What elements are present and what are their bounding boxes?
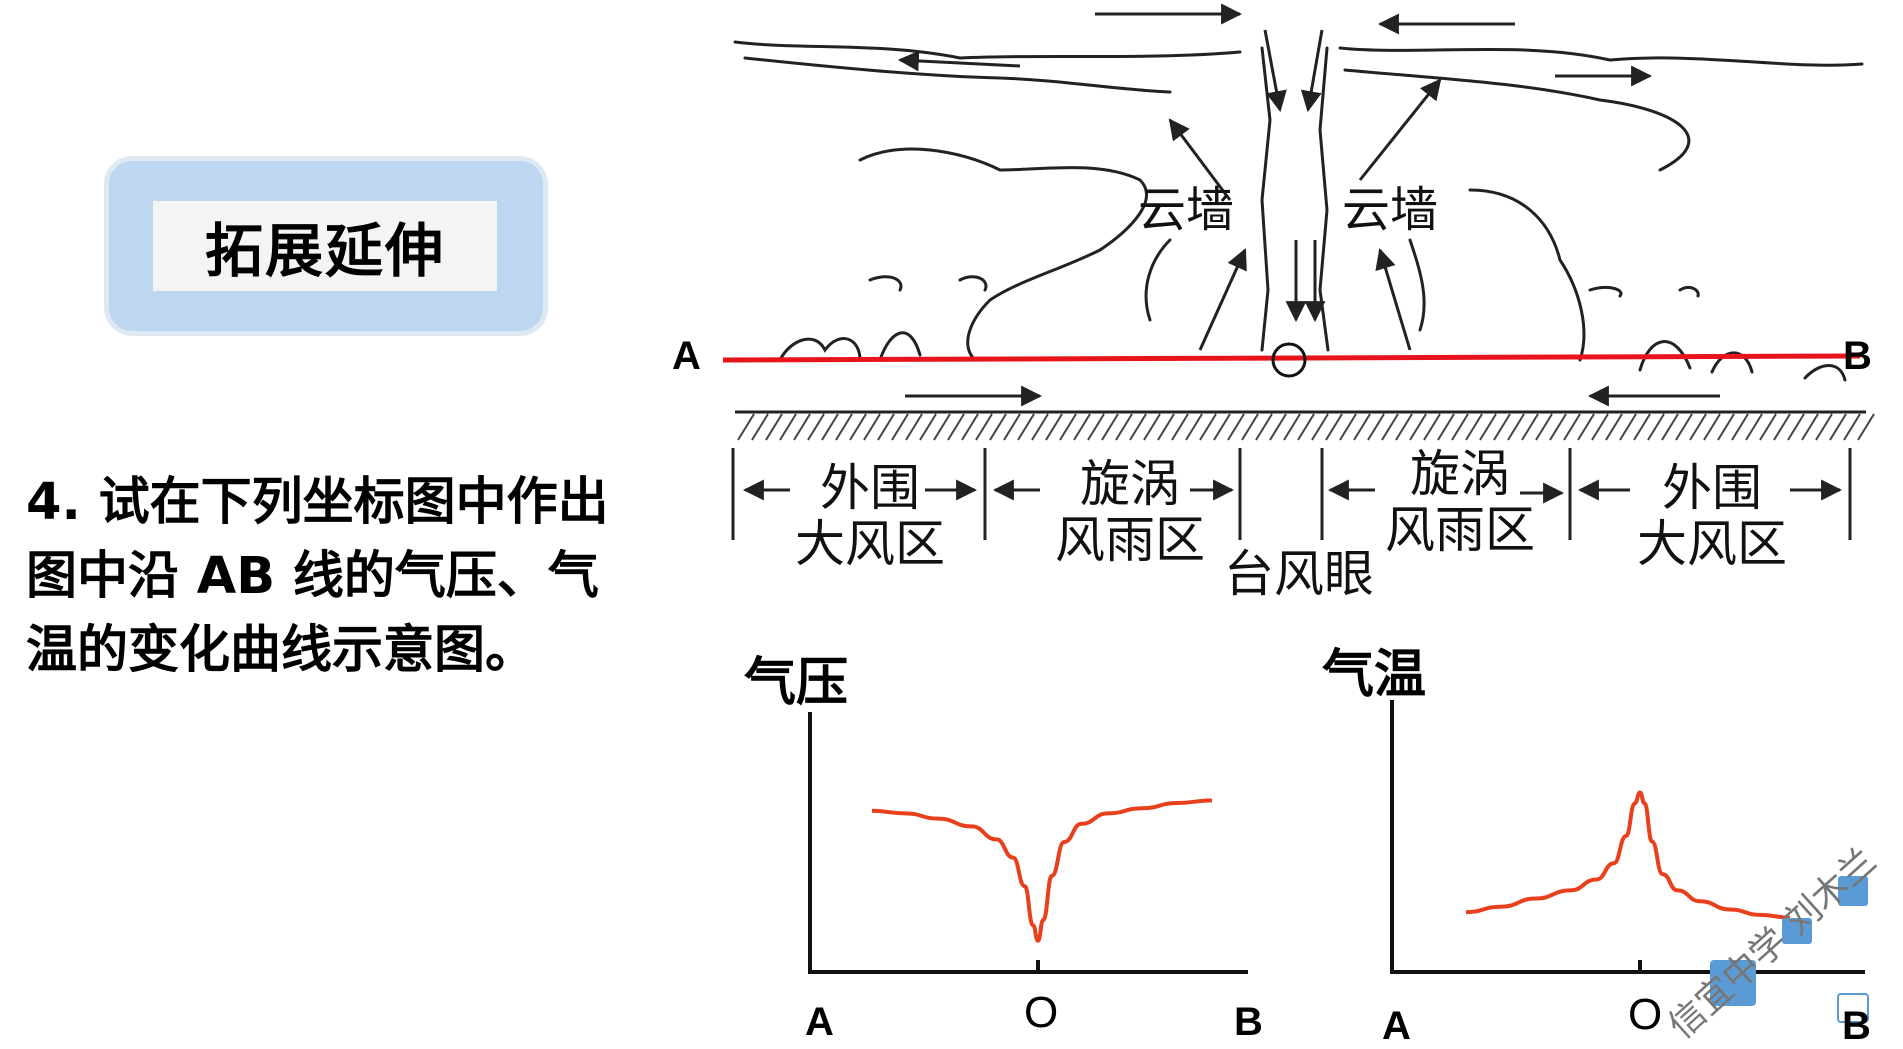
zone-vortex-left-line-1: 旋涡 xyxy=(1080,455,1180,513)
temperature-x-tick-o: O xyxy=(1628,990,1663,1039)
question-line-2: 图中沿 AB 线的气压、气 xyxy=(26,547,599,606)
zone-outer-right: 外围 大风区 xyxy=(1612,460,1812,572)
question-text: 4. 试在下列坐标图中作出 图中沿 AB 线的气压、气 温的变化曲线示意图。 xyxy=(26,466,666,688)
zone-outer-left: 外围 大风区 xyxy=(770,460,970,572)
point-b-label: B xyxy=(1843,334,1872,378)
temperature-chart-title: 气温 xyxy=(1322,645,1427,705)
point-a-label: A xyxy=(672,334,701,378)
zone-outer-left-line-1: 外围 xyxy=(820,459,920,517)
zone-vortex-right-line-1: 旋涡 xyxy=(1410,445,1510,503)
temperature-curve xyxy=(1465,790,1791,920)
cloud-wall-right-label: 云墙 xyxy=(1342,182,1439,238)
cloud-outlines xyxy=(733,40,1864,382)
zone-outer-right-line-1: 外围 xyxy=(1662,459,1762,517)
zone-outer-left-line-2: 大风区 xyxy=(795,515,945,573)
zone-vortex-right: 旋涡 风雨区 xyxy=(1360,446,1560,558)
temperature-chart-axes xyxy=(1390,700,1865,974)
pressure-chart-axes xyxy=(808,712,1248,974)
zone-outer-right-line-2: 大风区 xyxy=(1637,515,1787,573)
cloud-wall-left-label: 云墙 xyxy=(1138,182,1235,238)
question-line-1: 4. 试在下列坐标图中作出 xyxy=(26,473,609,532)
ground xyxy=(735,410,1875,441)
pressure-curve xyxy=(871,798,1213,943)
zone-vortex-left-line-2: 风雨区 xyxy=(1055,511,1205,569)
zone-vortex-left: 旋涡 风雨区 xyxy=(1030,456,1230,568)
corner-box-icon xyxy=(1837,993,1869,1023)
title-box: 拓展延伸 xyxy=(104,156,548,336)
pressure-x-tick-a: A xyxy=(805,1000,834,1044)
eye-center-marker xyxy=(1271,342,1307,378)
question-line-3: 温的变化曲线示意图。 xyxy=(26,621,537,680)
decoration-squares xyxy=(1710,876,1868,1006)
zone-arrows xyxy=(742,479,1843,504)
pressure-x-tick-b: B xyxy=(1234,1000,1263,1044)
wind-arrows xyxy=(897,3,1720,407)
pressure-chart-title: 气压 xyxy=(744,653,849,713)
section-title: 拓展延伸 xyxy=(153,201,497,291)
zone-dividers xyxy=(731,448,1852,540)
temperature-x-tick-a: A xyxy=(1382,1004,1411,1048)
section-line-ab xyxy=(722,353,1861,363)
temperature-x-tick-b: B xyxy=(1842,1004,1871,1048)
zone-vortex-right-line-2: 风雨区 xyxy=(1385,501,1535,559)
pressure-x-tick-o: O xyxy=(1024,988,1059,1037)
zone-eye: 台风眼 xyxy=(1224,545,1374,603)
